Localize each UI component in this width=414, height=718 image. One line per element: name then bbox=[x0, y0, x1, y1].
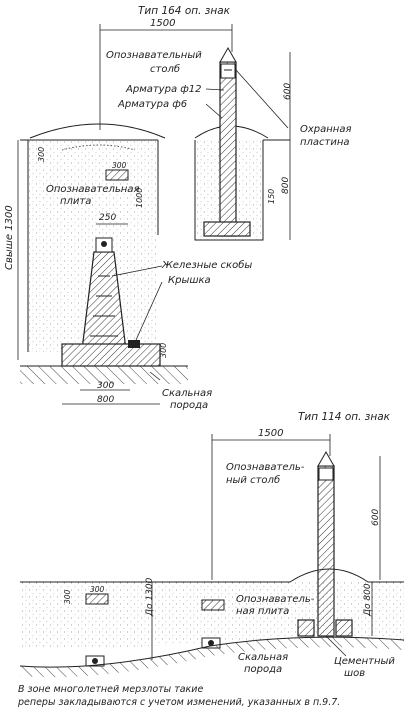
post-top bbox=[219, 61, 237, 237]
id-plate-b-small bbox=[85, 593, 109, 605]
leader-guard bbox=[235, 69, 289, 129]
cement-2: шов bbox=[344, 668, 365, 679]
idb-2: ная плита bbox=[236, 606, 289, 617]
dim-300b-box: 300 bbox=[90, 585, 105, 594]
lid-mark bbox=[128, 340, 140, 348]
base-block-left bbox=[297, 619, 315, 637]
dim-300-left: 300 bbox=[37, 147, 46, 162]
post2-plate bbox=[318, 467, 334, 481]
rock-hatch-b bbox=[20, 637, 404, 678]
footnote-1: В зоне многолетней мерзлоты такие bbox=[18, 684, 203, 695]
dim-800-base: 800 bbox=[97, 395, 114, 405]
monolith-base bbox=[61, 343, 161, 367]
rebar-12: Арматура ф12 bbox=[125, 84, 202, 95]
rock-2: порода bbox=[170, 400, 208, 411]
post-plate bbox=[220, 63, 236, 79]
dim-300b-left: 300 bbox=[63, 589, 72, 604]
dim-800: 800 bbox=[281, 177, 291, 194]
idb-1: Опознаватель- bbox=[236, 594, 315, 605]
dim-1000: 1000 bbox=[135, 188, 144, 208]
id-plate-label-2: плита bbox=[60, 196, 91, 207]
rubble bbox=[61, 144, 136, 151]
leader-brackets bbox=[111, 265, 163, 277]
dim-300-height: 300 bbox=[159, 343, 168, 358]
post-label-2: столб bbox=[150, 63, 180, 75]
dim-600b: 600 bbox=[371, 509, 381, 526]
benchmark-mark bbox=[101, 241, 107, 247]
mound bbox=[29, 123, 166, 139]
rockb-2: порода bbox=[244, 664, 282, 675]
bench-left-mark bbox=[92, 658, 98, 664]
rock-1: Скальная bbox=[162, 388, 212, 399]
cement-1: Цементный bbox=[334, 656, 395, 667]
bench-right-mark bbox=[208, 640, 214, 646]
leader-rebar6 bbox=[205, 103, 223, 119]
dim-300-box: 300 bbox=[112, 161, 127, 170]
dim-250: 250 bbox=[99, 213, 116, 223]
id-plate-b bbox=[201, 599, 225, 611]
guard-2: пластина bbox=[300, 137, 350, 148]
rockb-1: Скальная bbox=[238, 652, 288, 663]
id-plate-label-1: Опознавательная bbox=[46, 184, 139, 195]
leader-rebar12 bbox=[205, 88, 225, 91]
bottom-diagram: Тип 114 оп. знак 1500 Опознаватель- ный … bbox=[17, 411, 405, 708]
bedrock bbox=[20, 366, 188, 384]
top-diagram: Тип 164 оп. знак 1500 300 300 Опознавате… bbox=[4, 5, 351, 411]
post2-tip bbox=[317, 450, 335, 467]
ground-line-b bbox=[20, 568, 404, 583]
base-block-right bbox=[335, 619, 353, 637]
post-foot bbox=[203, 221, 251, 237]
dim-150: 150 bbox=[267, 189, 276, 204]
post-label-1: Опознавательный bbox=[106, 50, 202, 61]
guard-1: Охранная bbox=[300, 124, 351, 135]
dim-1500b: 1500 bbox=[258, 428, 283, 439]
post-tip bbox=[219, 46, 237, 63]
dim-600: 600 bbox=[283, 83, 293, 100]
leader-rock bbox=[149, 371, 161, 381]
rebar-6: Арматура ф6 bbox=[117, 99, 187, 110]
top-title: Тип 164 оп. знак bbox=[138, 5, 231, 17]
post2-label-2: ный столб bbox=[226, 474, 280, 486]
pit-right bbox=[194, 140, 264, 241]
over-1300: Свыше 1300 bbox=[4, 205, 15, 270]
iron-brackets: Железные скобы bbox=[161, 259, 252, 271]
bottom-title: Тип 114 оп. знак bbox=[298, 411, 391, 423]
do-1300: До 1300 bbox=[145, 577, 155, 617]
lid: Крышка bbox=[168, 275, 211, 286]
dim-1500: 1500 bbox=[150, 18, 175, 29]
id-plate-small bbox=[105, 169, 129, 181]
footnote-2: реперы закладываются с учетом изменений,… bbox=[17, 697, 340, 708]
leader-cement bbox=[325, 635, 347, 657]
post2-label-1: Опознаватель- bbox=[226, 462, 305, 473]
dim-300-base: 300 bbox=[97, 381, 114, 391]
do-800: До 800 bbox=[363, 583, 373, 617]
leader-lid bbox=[135, 281, 163, 341]
